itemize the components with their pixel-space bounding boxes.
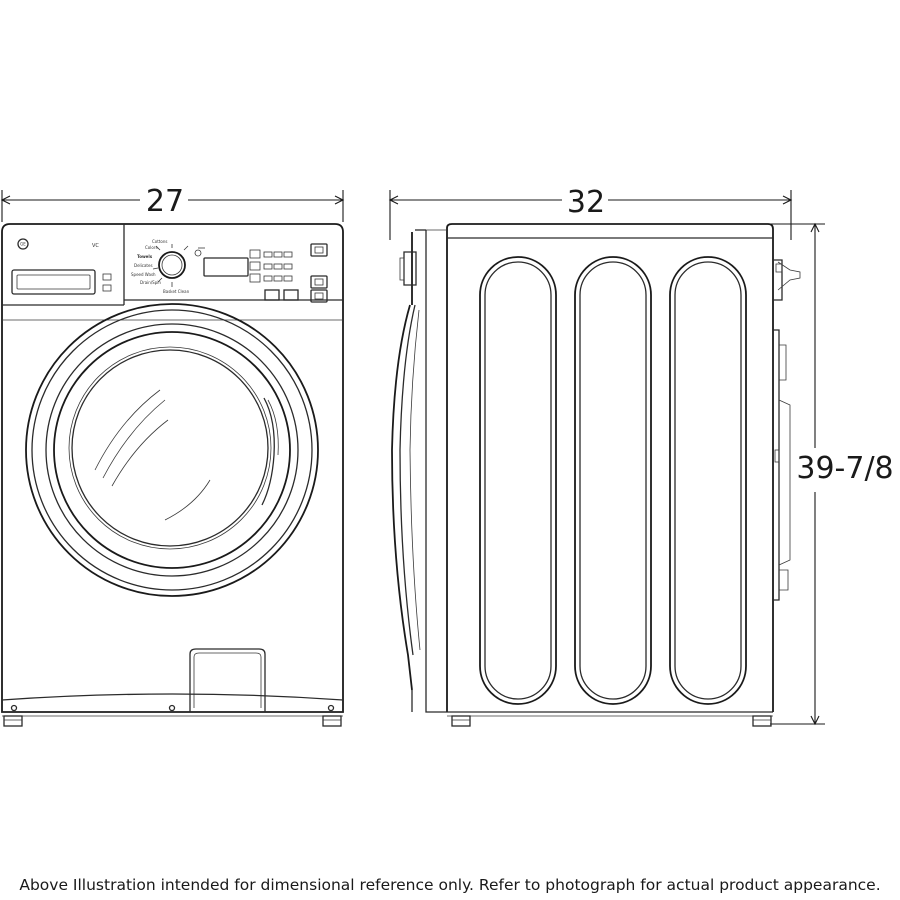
height-dimension: 39-7/8 xyxy=(770,222,894,726)
width-dimension: 27 xyxy=(0,184,345,222)
width-label: 27 xyxy=(146,184,184,219)
height-label: 39-7/8 xyxy=(796,451,893,486)
side-panel-3 xyxy=(669,256,747,705)
door-profile xyxy=(391,304,413,691)
side-foot-front xyxy=(451,715,471,727)
cycle-label-6: Drain/Spin xyxy=(140,280,161,285)
cycle-label-3: Towels xyxy=(137,254,153,259)
option-buttons xyxy=(249,249,299,301)
display-window xyxy=(203,257,249,277)
front-foot-right xyxy=(322,715,342,727)
brand-mark: GE xyxy=(20,242,26,247)
access-panel xyxy=(189,648,266,712)
depth-label: 32 xyxy=(567,185,605,220)
side-panel-1 xyxy=(479,256,557,705)
cycle-label-2: Colors xyxy=(145,245,158,250)
start-button xyxy=(310,275,328,289)
cycle-knob-icon xyxy=(158,251,186,279)
ge-logo-icon xyxy=(17,238,29,250)
depth-dimension: 32 xyxy=(388,185,793,240)
rear-hardware xyxy=(773,259,801,601)
door xyxy=(25,303,319,597)
front-foot-left xyxy=(3,715,23,727)
side-panel-2 xyxy=(574,256,652,705)
model-tag: VC xyxy=(92,243,99,249)
cycle-label-4: Delicates xyxy=(134,263,153,268)
cycle-label-5: Speed Wash xyxy=(131,272,156,277)
detergent-drawer xyxy=(11,269,96,295)
side-view xyxy=(391,223,801,727)
power-button xyxy=(310,243,328,257)
front-view: GE VC Cottons Colors Towels Delicates Sp… xyxy=(1,223,344,727)
side-foot-rear xyxy=(752,715,772,727)
cycle-label-7: Basket Clean xyxy=(163,289,190,294)
cycle-label-1: Cottons xyxy=(152,239,167,244)
disclaimer-caption: Above Illustration intended for dimensio… xyxy=(19,876,881,894)
